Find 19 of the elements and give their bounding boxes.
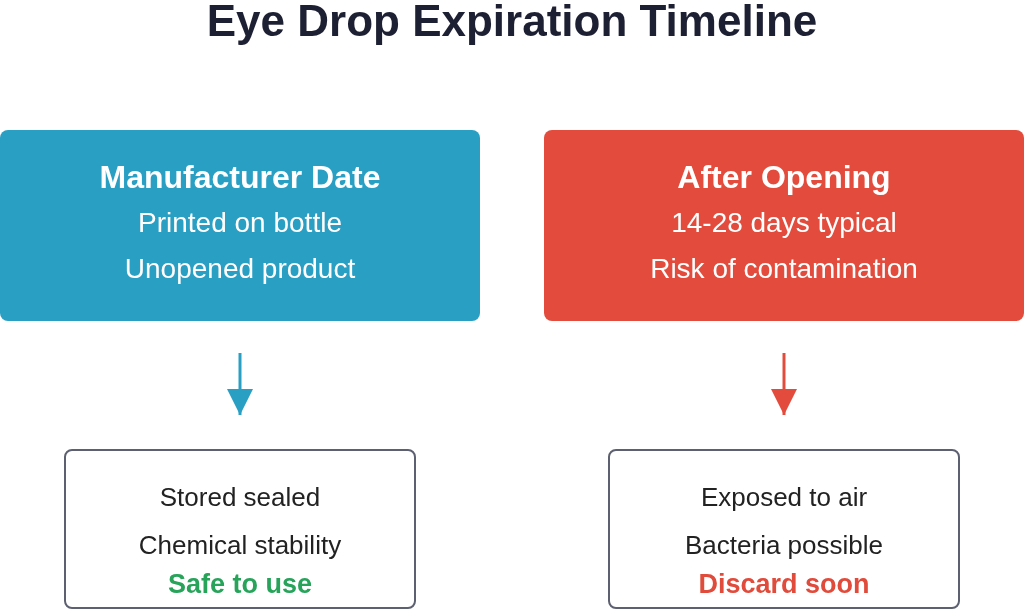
card-text: Printed on bottle (138, 206, 342, 240)
arrow (227, 353, 253, 415)
outcome-box (608, 449, 960, 609)
card-text: Risk of contamination (650, 252, 918, 286)
outcome-text: Exposed to air (700, 480, 868, 514)
outcome-text: Bacteria possible (685, 528, 883, 562)
arrow (771, 353, 797, 415)
outcome-text: Stored sealed (159, 480, 321, 514)
card-heading: After Opening (677, 159, 891, 196)
card-heading: Manufacturer Date (99, 159, 381, 196)
card-text: 14-28 days typical (671, 206, 897, 240)
diagram-title: Eye Drop Expiration Timeline (205, 0, 819, 46)
outcome-text: Chemical stability (138, 528, 342, 562)
card-text: Unopened product (124, 252, 356, 286)
outcome-box (64, 449, 416, 609)
status-text: Safe to use (167, 568, 312, 600)
stage-card (544, 130, 1024, 321)
status-text: Discard soon (698, 568, 870, 600)
stage-card (0, 130, 480, 321)
